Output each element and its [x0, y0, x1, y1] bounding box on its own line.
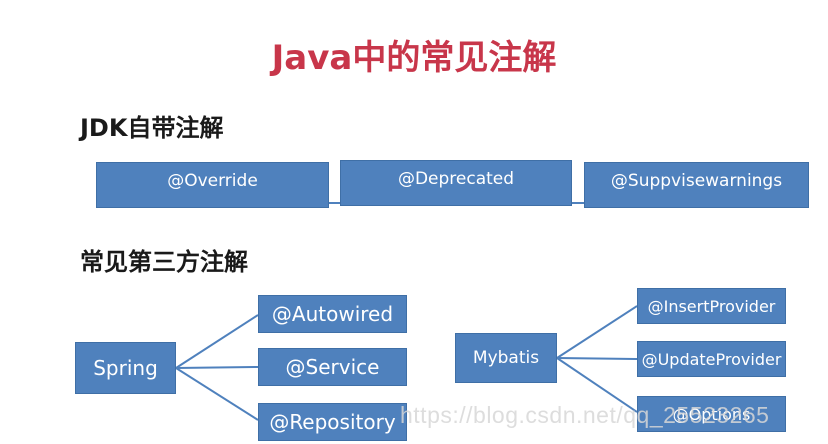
repository-box: @Repository [258, 403, 407, 441]
mybatis-box: Mybatis [455, 333, 557, 383]
override-box: @Override [96, 162, 329, 208]
connector-mybatis-options [556, 357, 638, 413]
connector-spring-repository [175, 367, 259, 421]
spring-box: Spring [75, 342, 176, 394]
suppvisewarnings-box: @Suppvisewarnings [584, 162, 809, 208]
deprecated-box: @Deprecated [340, 160, 572, 206]
slide-title: Java中的常见注解 [271, 38, 557, 78]
insertprovider-box: @InsertProvider [637, 288, 786, 324]
connector-mybatis-insert [556, 305, 638, 359]
options-box: @Options [637, 396, 786, 432]
third-party-section-heading: 常见第三方注解 [80, 248, 248, 276]
connector-spring-service [175, 366, 259, 369]
jdk-section-heading: JDK自带注解 [80, 114, 224, 142]
updateprovider-box: @UpdateProvider [637, 341, 786, 377]
autowired-box: @Autowired [258, 295, 407, 333]
service-box: @Service [258, 348, 407, 386]
connector-spring-autowired [175, 314, 259, 369]
connector-mybatis-update [556, 357, 638, 360]
